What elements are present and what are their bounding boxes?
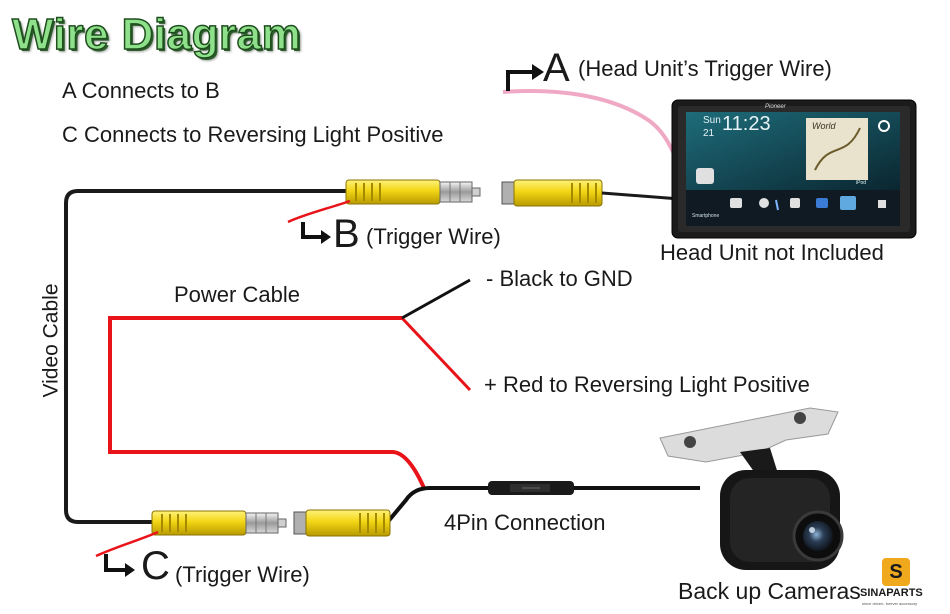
- wire-b-letter: B: [333, 212, 360, 256]
- rca-male-plug-c: [151, 510, 287, 536]
- arrow-c-icon: [104, 554, 126, 572]
- screen-time: 11:23: [722, 113, 771, 135]
- arrow-b-icon: [301, 222, 322, 239]
- wire-b-label: (Trigger Wire): [366, 224, 501, 249]
- camera-label: Back up Cameras: [678, 578, 861, 604]
- sinaparts-logo-icon: S: [882, 558, 910, 586]
- head-unit-video-wire: [601, 191, 681, 201]
- red-power-wire: [108, 316, 426, 489]
- screen-app-label: Smartphone: [692, 213, 720, 219]
- rca-male-plug-b: [345, 179, 481, 205]
- red-trigger-wire-b: [287, 199, 351, 224]
- power-cable-label: Power Cable: [174, 282, 300, 307]
- screen-source: iPod: [856, 180, 867, 186]
- screen-album-art: World: [812, 121, 836, 131]
- black-gnd-lead: [401, 278, 471, 320]
- note-c-connects-positive: C Connects to Reversing Light Positive: [62, 122, 444, 147]
- rca-female-socket-bottom: [293, 509, 391, 537]
- backup-camera-illustration: [659, 407, 844, 570]
- note-a-connects-b: A Connects to B: [62, 78, 220, 103]
- four-pin-connector: [488, 481, 574, 495]
- four-pin-label: 4Pin Connection: [444, 510, 606, 535]
- wire-a-label: (Head Unit’s Trigger Wire): [578, 56, 832, 81]
- head-unit-brand: Pioneer: [765, 104, 786, 110]
- page-title: Wire Diagram: [11, 9, 302, 60]
- rca-female-socket-top: [501, 179, 603, 207]
- screen-date: 21: [703, 128, 715, 139]
- video-cable-label: Video Cable: [39, 283, 63, 398]
- red-power-lead: [400, 316, 472, 392]
- black-gnd-label: - Black to GND: [486, 266, 633, 291]
- four-pin-black-wire: [384, 486, 700, 526]
- head-unit-label: Head Unit not Included: [660, 240, 884, 265]
- sinaparts-brand: SINAPARTS: [860, 587, 923, 599]
- arrow-b-head: [321, 230, 331, 244]
- arrow-c-head: [125, 563, 135, 577]
- arrow-a-icon: [506, 70, 532, 91]
- arrow-a-head: [532, 64, 544, 80]
- head-unit-illustration: [671, 99, 917, 239]
- red-trigger-wire-c: [95, 530, 159, 558]
- screen-day: Sun: [703, 115, 721, 126]
- wire-c-label: (Trigger Wire): [175, 562, 310, 587]
- pink-trigger-wire-a: [502, 89, 678, 159]
- video-cable: [64, 189, 350, 524]
- red-positive-label: + Red to Reversing Light Positive: [484, 372, 810, 397]
- wire-a-letter: A: [543, 46, 570, 90]
- sinaparts-tagline: since driven. forever accessory: [862, 601, 918, 606]
- wire-c-letter: C: [141, 544, 170, 588]
